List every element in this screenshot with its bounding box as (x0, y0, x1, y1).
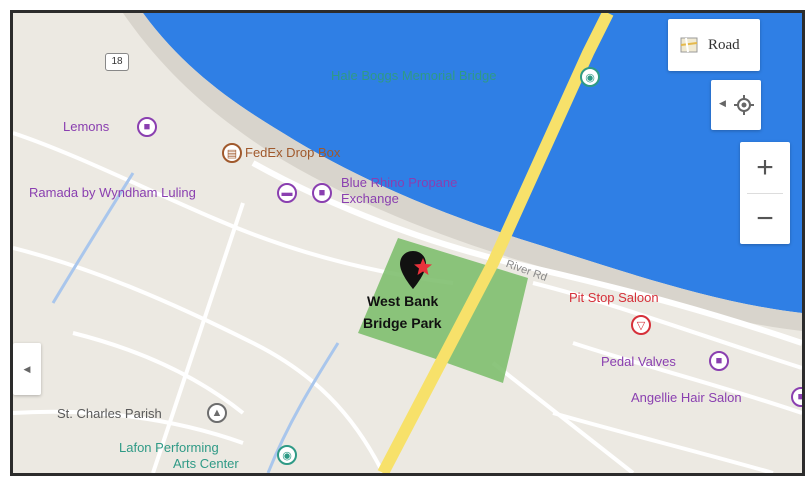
blue-rhino-label-line2[interactable]: Exchange (341, 191, 399, 206)
map-type-label: Road (708, 36, 740, 53)
locate-me-icon[interactable] (733, 94, 755, 116)
map-type-button[interactable]: Road (668, 19, 760, 71)
route-shield: 18 (105, 53, 129, 71)
drink-icon[interactable]: ▽ (631, 315, 651, 335)
mailbox-icon[interactable]: ▤ (222, 143, 242, 163)
bridge-label[interactable]: Hale Boggs Memorial Bridge (331, 68, 497, 83)
river-water (143, 13, 802, 313)
shopping-bag-icon[interactable]: ■ (312, 183, 332, 203)
park-label-line1[interactable]: West Bank (367, 293, 439, 309)
collapse-left-icon[interactable]: ◀ (719, 98, 726, 108)
angellie-label[interactable]: Angellie Hair Salon (631, 390, 742, 405)
map-base-layer (13, 13, 802, 473)
lafon-label-line1[interactable]: Lafon Performing (119, 440, 219, 455)
zoom-divider (747, 192, 783, 194)
blue-waterway (51, 172, 135, 304)
river-road (251, 160, 802, 346)
zoom-in-icon[interactable]: + (756, 150, 774, 184)
locate-control: ◀ (711, 80, 761, 130)
blue-rhino-label-line1[interactable]: Blue Rhino Propane (341, 175, 458, 190)
ramada-label[interactable]: Ramada by Wyndham Luling (29, 185, 196, 200)
pit-stop-label[interactable]: Pit Stop Saloon (569, 290, 659, 305)
zoom-control: + − (740, 142, 790, 244)
shopping-bag-icon[interactable]: ■ (709, 351, 729, 371)
zoom-out-icon[interactable]: − (756, 201, 774, 235)
theater-icon[interactable]: ◉ (277, 445, 297, 465)
shopping-bag-icon[interactable]: ■ (137, 117, 157, 137)
chevron-left-icon: ◀ (23, 363, 31, 374)
map-type-icon (680, 37, 698, 53)
bridge-highway (377, 13, 614, 473)
minor-roads (13, 131, 802, 473)
shopping-bag-icon[interactable]: ■ (791, 387, 802, 407)
expand-panel-button[interactable]: ◀ (13, 343, 41, 395)
st-charles-label[interactable]: St. Charles Parish (57, 406, 162, 421)
red-star-marker-icon[interactable] (399, 249, 435, 293)
blue-waterway-2 (266, 342, 340, 473)
bed-icon[interactable]: ▬ (277, 183, 297, 203)
park-label-line2[interactable]: Bridge Park (363, 315, 442, 331)
lafon-label-line2[interactable]: Arts Center (173, 456, 239, 471)
map-frame: 18 River Rd Hale Boggs Memorial Bridge ◉… (10, 10, 805, 476)
map-canvas[interactable]: 18 River Rd Hale Boggs Memorial Bridge ◉… (13, 13, 802, 473)
camera-icon[interactable]: ◉ (580, 67, 600, 87)
pedal-valves-label[interactable]: Pedal Valves (601, 354, 676, 369)
lemons-label[interactable]: Lemons (63, 119, 110, 134)
government-building-icon[interactable]: ▲ (207, 403, 227, 423)
fedex-label[interactable]: FedEx Drop Box (245, 145, 341, 160)
